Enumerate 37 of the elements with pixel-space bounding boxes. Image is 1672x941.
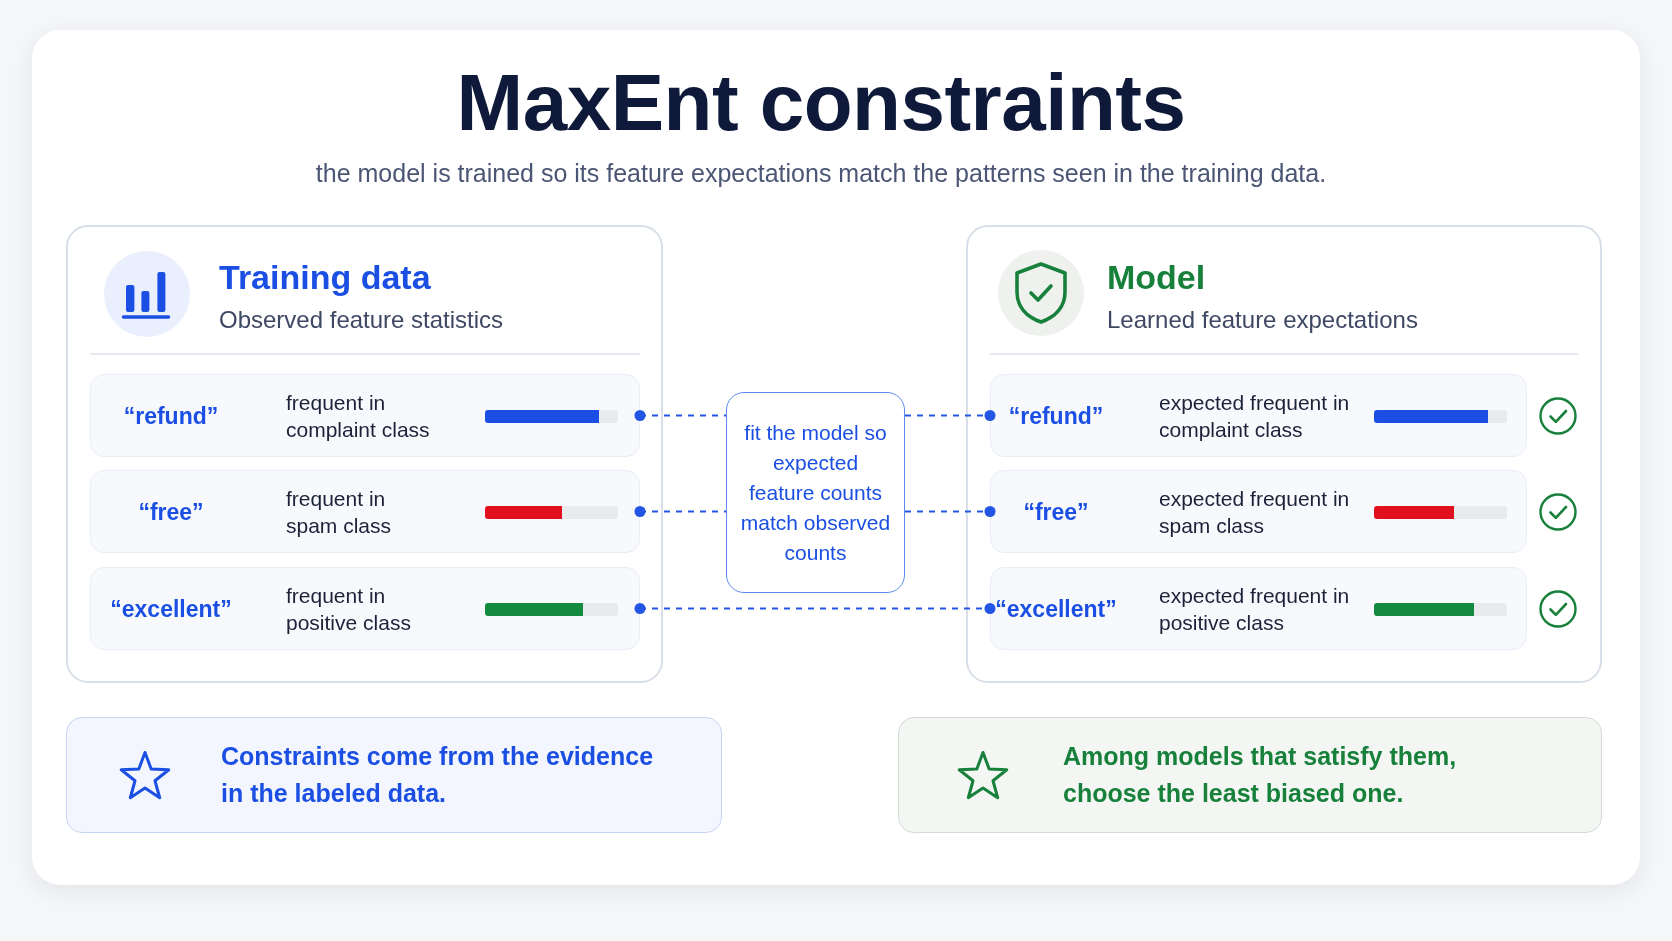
feature-row	[990, 374, 1527, 457]
note-text: Among models that satisfy them, choose the least biased one.	[1063, 741, 1458, 809]
feature-word: “excellent”	[110, 594, 232, 624]
feature-word: “refund”	[123, 401, 219, 431]
feature-row	[90, 567, 640, 650]
subtitle: the model is trained so its feature expectations match the patterns seen in the training data.	[315, 158, 1327, 189]
panel-subtitle: Learned feature expectations	[1107, 305, 1418, 335]
feature-row	[990, 567, 1527, 650]
note-text: Constraints come from the evidence in the labeled data.	[221, 741, 655, 809]
connector-line	[634, 410, 727, 421]
note-box	[66, 717, 722, 833]
process-box	[726, 392, 905, 593]
feature-word: “refund”	[1008, 401, 1104, 431]
connector-line	[634, 603, 996, 614]
feature-description: expected frequent in complaint class	[1159, 389, 1351, 443]
feature-word: “free”	[138, 497, 204, 527]
feature-row	[90, 374, 640, 457]
panel-card	[66, 225, 663, 683]
connector-line	[904, 410, 996, 421]
feature-word: “free”	[1023, 497, 1089, 527]
feature-description: frequent in positive class	[286, 582, 412, 636]
feature-description: expected frequent in positive class	[1159, 582, 1351, 636]
panel-card	[966, 225, 1602, 683]
feature-word: “excellent”	[995, 594, 1117, 624]
connector-line	[904, 506, 996, 517]
panel-subtitle: Observed feature statistics	[219, 305, 504, 335]
feature-row	[90, 470, 640, 553]
feature-description: frequent in spam class	[286, 485, 393, 539]
note-box	[898, 717, 1602, 833]
connector-line	[634, 506, 727, 517]
process-text: fit the model so expected feature counts match observed counts	[739, 419, 892, 566]
panel-heading: Model	[1107, 257, 1206, 297]
title: MaxEnt constraints	[456, 61, 1186, 145]
feature-row	[990, 470, 1527, 553]
panel-heading: Training data	[219, 257, 431, 297]
feature-description: expected frequent in spam class	[1159, 485, 1351, 539]
feature-description: frequent in complaint class	[286, 389, 431, 443]
